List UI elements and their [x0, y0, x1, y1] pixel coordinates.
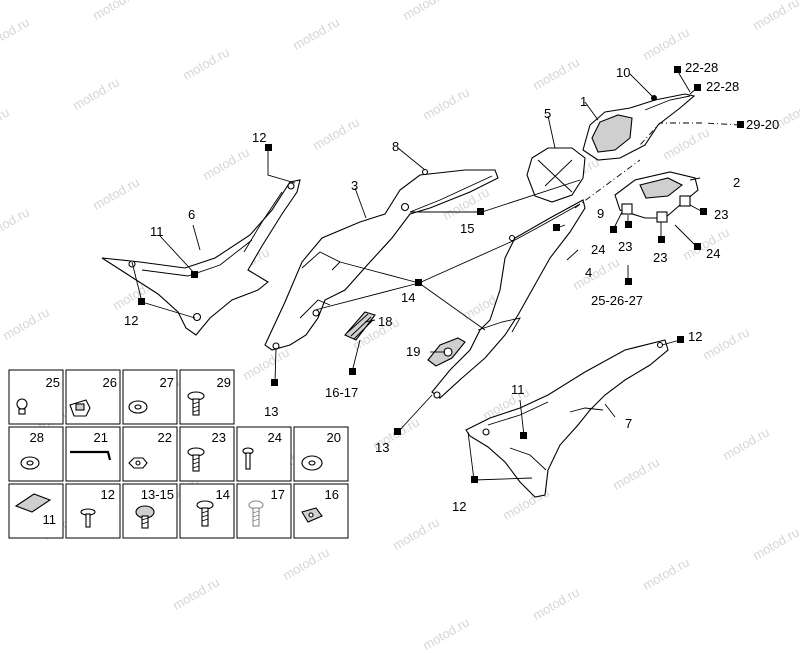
callout-23-right: 23 [714, 207, 728, 222]
nut-icon [128, 457, 148, 469]
hardware-label: 25 [46, 375, 60, 390]
callout-14: 14 [401, 290, 415, 305]
callout-22-28-top: 22-28 [685, 60, 718, 75]
callout-19: 19 [406, 344, 420, 359]
callout-2: 2 [733, 175, 740, 190]
part-seat [526, 147, 586, 203]
hardware-cell: 23 [179, 426, 235, 482]
callout-23-center: 23 [618, 239, 632, 254]
callout-12-top-left: 12 [252, 130, 266, 145]
callout-12-bottom: 12 [452, 499, 466, 514]
callout-9: 9 [597, 206, 604, 221]
hardware-grid: 25 26 27 29 [8, 369, 349, 539]
callout-23-lower: 23 [653, 250, 667, 265]
callout-5: 5 [544, 106, 551, 121]
screw-light-icon [248, 500, 264, 527]
washer-icon [301, 455, 323, 471]
washer-icon [128, 400, 148, 414]
hardware-cell: 27 [122, 369, 178, 425]
hardware-label: 23 [212, 430, 226, 445]
callout-11-left: 11 [150, 224, 164, 239]
hardware-label: 14 [216, 487, 230, 502]
screw-icon [196, 500, 214, 527]
callout-15: 15 [460, 221, 474, 236]
hardware-cell: 16 [293, 483, 349, 539]
part-right-side-cover [465, 339, 669, 498]
callout-24-right: 24 [706, 246, 720, 261]
part-right-rear-panel [431, 199, 586, 399]
reference-markers [138, 66, 744, 483]
part-left-side-cover [101, 179, 301, 336]
hardware-cell: 14 [179, 483, 235, 539]
hardware-label: 16 [325, 487, 339, 502]
callout-29-20: 29-20 [746, 117, 779, 132]
speed-nut-icon [301, 507, 323, 523]
callout-7: 7 [625, 416, 632, 431]
hardware-label: 29 [217, 375, 231, 390]
exploded-parts-diagram: 1 2 3 4 5 6 7 8 9 10 11 11 12 12 12 12 1… [8, 60, 779, 539]
hardware-cell: 25 [8, 369, 64, 425]
screw-icon [187, 447, 205, 472]
hardware-cell: 26 [65, 369, 121, 425]
callout-18: 18 [378, 314, 392, 329]
callout-6: 6 [188, 207, 195, 222]
hex-key-icon [70, 450, 112, 461]
hardware-cell: 29 [179, 369, 235, 425]
pad-icon [14, 493, 52, 513]
hardware-cell: 17 [236, 483, 292, 539]
callout-1: 1 [580, 94, 587, 109]
clip-icon [69, 399, 91, 417]
hardware-cell: 28 [8, 426, 64, 482]
part-bracket [427, 337, 466, 367]
hardware-label: 26 [103, 375, 117, 390]
hardware-cell: 11 [8, 483, 64, 539]
watermark-text: motod.ru [420, 614, 472, 653]
hardware-label: 13-15 [141, 487, 174, 502]
callout-12-left: 12 [124, 313, 138, 328]
rivet-icon [80, 508, 96, 528]
hardware-cell: 22 [122, 426, 178, 482]
hardware-label: 21 [94, 430, 108, 445]
part-grip-pad [344, 311, 376, 341]
callout-8: 8 [392, 139, 399, 154]
callout-10: 10 [616, 65, 630, 80]
callout-13-left: 13 [264, 404, 278, 419]
callout-25-26-27: 25-26-27 [591, 293, 643, 308]
hardware-cell: 20 [293, 426, 349, 482]
hardware-label: 11 [43, 512, 57, 527]
washer-icon [20, 456, 40, 470]
hardware-cell: 13-15 [122, 483, 178, 539]
hardware-label: 27 [160, 375, 174, 390]
button-screw-icon [135, 505, 155, 529]
screw-icon [187, 391, 205, 416]
callout-24-left: 24 [591, 242, 605, 257]
screw-small-icon [16, 398, 28, 415]
callout-4: 4 [585, 265, 592, 280]
hardware-label: 24 [268, 430, 282, 445]
hardware-label: 28 [30, 430, 44, 445]
callout-22-28: 22-28 [706, 79, 739, 94]
hardware-cell: 24 [236, 426, 292, 482]
callout-3: 3 [351, 178, 358, 193]
hardware-label: 17 [271, 487, 285, 502]
pin-icon [242, 447, 254, 470]
hardware-label: 22 [158, 430, 172, 445]
hardware-cell: 21 [65, 426, 121, 482]
callout-16-17: 16-17 [325, 385, 358, 400]
callout-11-right: 11 [511, 382, 525, 397]
hardware-label: 12 [101, 487, 115, 502]
part-tail-unit [582, 93, 696, 161]
hardware-cell: 12 [65, 483, 121, 539]
leader-lines [131, 69, 741, 481]
callout-12-right: 12 [688, 329, 702, 344]
callout-13-center: 13 [375, 440, 389, 455]
hardware-label: 20 [327, 430, 341, 445]
part-seat-lock-bracket [614, 171, 699, 223]
callout-labels: 1 2 3 4 5 6 7 8 9 10 11 11 12 12 12 12 1… [124, 60, 779, 514]
